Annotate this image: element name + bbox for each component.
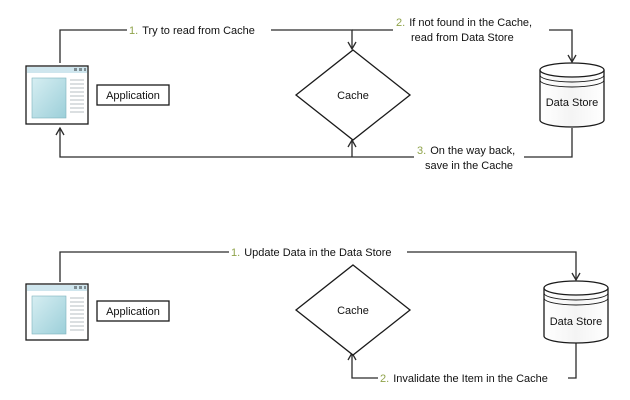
cache-diamond <box>294 49 412 141</box>
step-2-label-line1: 2.If not found in the Cache, <box>396 17 532 29</box>
application-label: Application <box>106 306 160 318</box>
top-diagram: Application Cache Data Store 1.Try to re… <box>25 14 605 174</box>
app-window-icon <box>25 65 89 125</box>
application-label-box <box>96 300 170 322</box>
data-store-cylinder <box>539 62 605 128</box>
data-store-label: Data Store <box>546 97 599 109</box>
top-flow-line-return <box>55 126 573 158</box>
app-window-icon <box>25 283 89 341</box>
step-3-label-line1: 3.On the way back, <box>417 145 515 157</box>
data-store-label: Data Store <box>550 316 603 328</box>
step-2-label-line2: read from Data Store <box>411 32 514 44</box>
bottom-diagram: Application Cache Data Store 1.Update Da… <box>25 244 609 386</box>
cache-label: Cache <box>337 90 369 102</box>
step-1-label: 1.Update Data in the Data Store <box>231 247 392 259</box>
step-3-label-line2: save in the Cache <box>425 160 513 172</box>
cache-diamond <box>294 264 412 356</box>
step-2-label: 2.Invalidate the Item in the Cache <box>380 373 548 385</box>
cache-label: Cache <box>337 305 369 317</box>
application-label: Application <box>106 90 160 102</box>
data-store-cylinder <box>543 280 609 344</box>
step-1-label: 1.Try to read from Cache <box>129 25 255 37</box>
application-label-box <box>96 84 170 106</box>
